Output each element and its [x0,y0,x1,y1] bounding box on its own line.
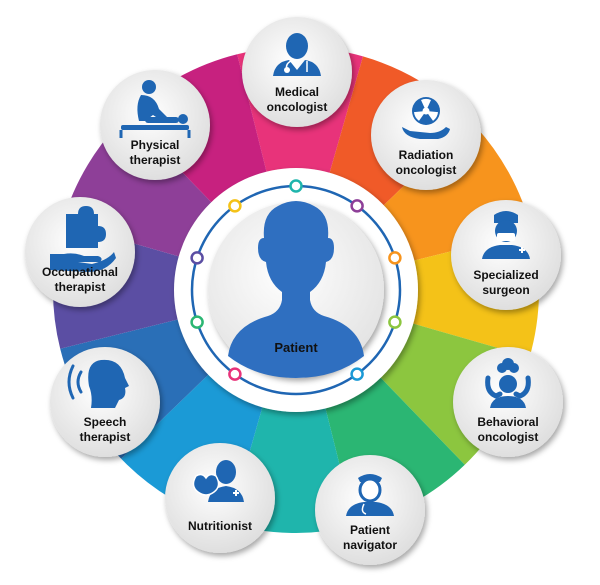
role-label-line: oncologist [478,430,539,444]
patient-label: Patient [274,340,318,355]
role-label-line: Specialized [473,268,538,282]
orbit-dot [388,315,402,329]
role-label-line: Patient [350,523,390,537]
role-label-line: therapist [55,280,106,294]
puzzle-hand-icon [50,206,116,272]
orbit-dot [289,179,303,193]
role-label-line: Behavioral [477,415,538,429]
role-nutritionist[interactable]: Nutritionist [165,443,275,553]
nurse-icon [346,474,394,516]
role-label-line: Radiation [399,148,454,162]
speaking-head-icon [67,359,129,408]
orbit-dot [388,251,402,265]
orbit-dot [228,199,242,213]
orbit-dot [190,315,204,329]
orbit-dot [350,199,364,213]
role-label-line: Nutritionist [188,519,252,533]
role-label-line: surgeon [482,283,529,297]
center-hub: Patient [174,168,418,412]
stressed-head-icon [485,358,531,408]
role-label-line: navigator [343,538,397,552]
role-disc[interactable] [25,197,135,307]
role-label-line: Physical [131,138,180,152]
role-label-line: Speech [84,415,127,429]
role-label-line: therapist [130,153,181,167]
patient-silhouette-icon [228,201,364,378]
nutritionist-apple-icon [192,460,244,502]
surgeon-icon [482,211,530,259]
radiation-hand-icon [402,97,450,139]
orbit-dot [190,251,204,265]
role-label-line: oncologist [267,100,328,114]
orbit-dot [350,367,364,381]
role-label-line: Medical [275,85,319,99]
doctor-icon [273,33,321,76]
role-label-line: Occupational [42,265,118,279]
massage-icon [119,80,191,138]
care-team-roles: MedicaloncologistRadiationoncologistSpec… [25,17,563,565]
role-label-line: therapist [80,430,131,444]
orbit-dots [190,179,402,381]
orbit-dot [228,367,242,381]
role-label-line: oncologist [396,163,457,177]
